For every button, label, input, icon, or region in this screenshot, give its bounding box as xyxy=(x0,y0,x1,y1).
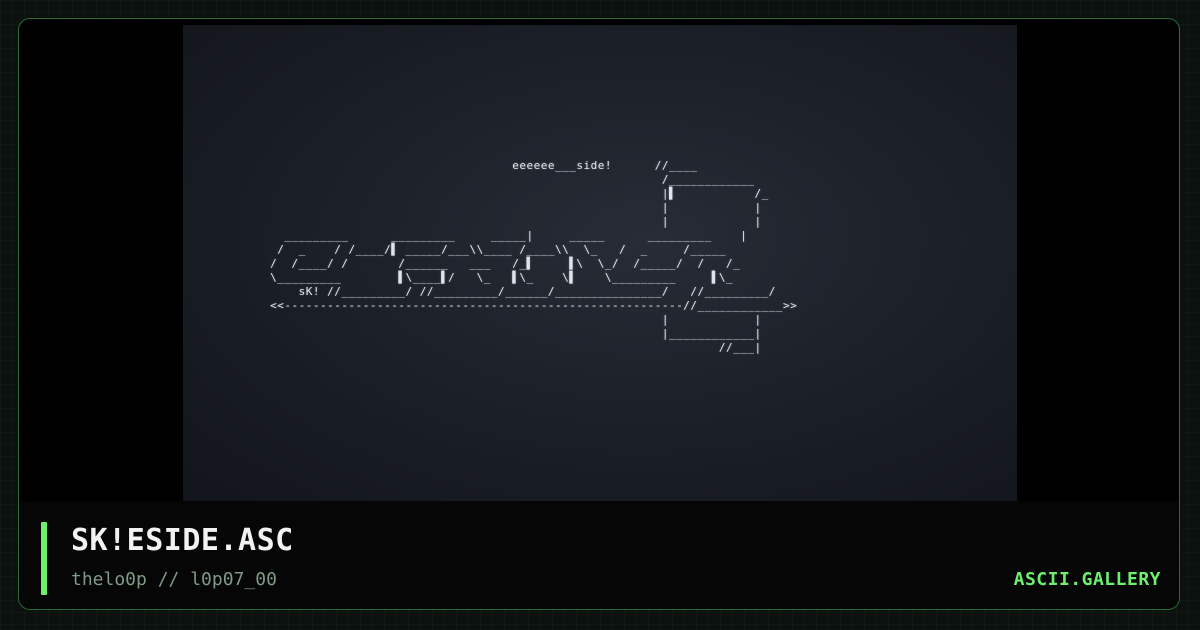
accent-bar xyxy=(41,522,47,595)
info-bar: SK!ESIDE.ASC thelo0p // l0p07_00 ASCII.G… xyxy=(19,501,1179,609)
artist-credit: thelo0p // l0p07_00 xyxy=(71,569,277,590)
ascii-art: eeeeee___side! //____ /____________ |▌ /… xyxy=(270,159,798,354)
card-frame: eeeeee___side! //____ /____________ |▌ /… xyxy=(18,18,1180,610)
site-brand[interactable]: ASCII.GALLERY xyxy=(1013,569,1161,590)
artwork-preview[interactable]: eeeeee___side! //____ /____________ |▌ /… xyxy=(183,25,1017,501)
artwork-title: SK!ESIDE.ASC xyxy=(71,523,294,558)
